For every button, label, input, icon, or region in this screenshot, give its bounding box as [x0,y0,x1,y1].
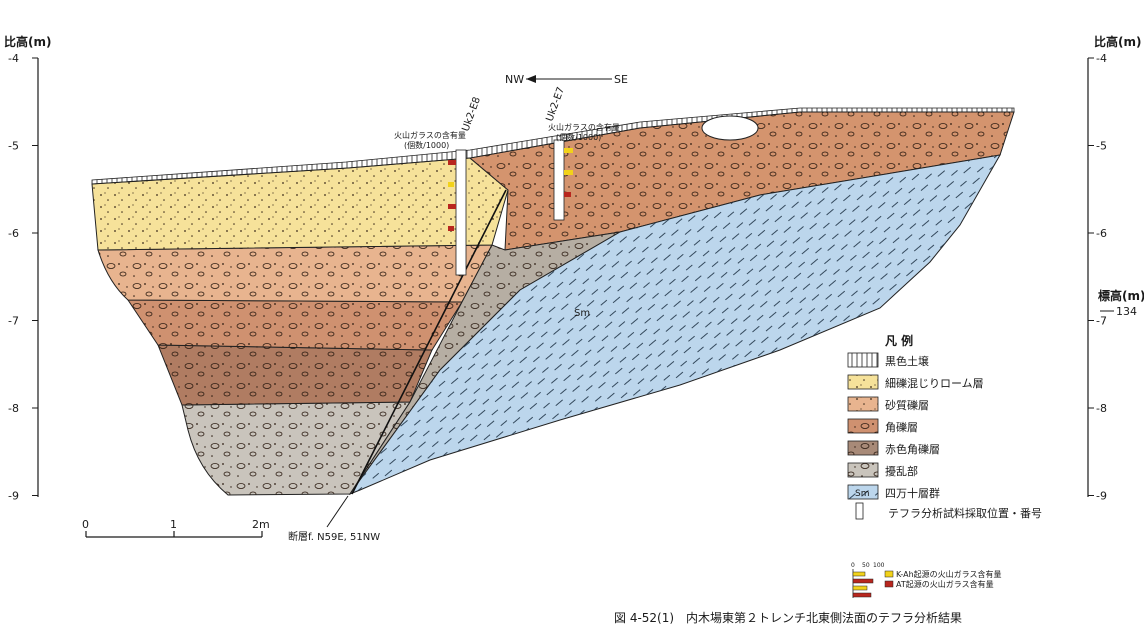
legend-title: 凡 例 [885,333,913,348]
left-axis-tick-label: -7 [8,315,19,328]
left-axis-tick-label: -6 [8,227,19,240]
legend-item: 赤色角礫層 [847,440,940,456]
scale-bar: 0 1 2m [82,518,270,538]
left-axis-ticks: -4 -5 -6 -7 -8 -9 [8,52,38,503]
right-axis-title: 比高(m) [1094,34,1141,49]
right-axis-ticks: -4 -5 -6 -7 -8 -9 [1088,52,1107,503]
left-axis-tick-label: -4 [8,52,19,65]
kah-swatch [852,571,866,577]
legend-item: 擾乱部 [847,462,918,478]
left-height-axis: 比高(m) -4 -5 -6 -7 -8 -9 [4,34,51,503]
left-axis-tick-label: -8 [8,402,19,415]
column-label-e7-line1: 火山ガラスの含有量 [548,122,620,132]
sampling-column-box [455,149,467,276]
sampling-note: テフラ分析試料採取位置・番号 [888,506,1042,520]
legend-item: 角礫層 [847,418,918,434]
fault-annotation: 断層f. N59E, 51NW [288,495,380,543]
left-axis-tick-label: -9 [8,490,19,503]
legend-swatch-label: Sm [855,489,869,499]
arrow-head-icon [526,75,536,83]
fault-line [351,189,507,495]
column-id-e7: Uk2-E7 [544,86,567,123]
right-axis-tick-label: -6 [1096,227,1107,240]
figure-caption: 図 4-52(1) 内木場東第２トレンチ北東側法面のテフラ分析結果 [614,611,962,625]
tephra-scale-100: 100 [873,562,885,569]
tephra-label-kah: K-Ah起源の火山ガラス含有量 [896,569,1002,579]
column-label-e7-line2: (個数/1000) [556,132,601,142]
right-axis-tick-label: -4 [1096,52,1107,65]
column-id-e8: Uk2-E8 [460,96,483,133]
trench-wall-section: Sm [91,107,1015,496]
left-axis-title: 比高(m) [4,34,51,49]
right-axis-tick-label: -9 [1096,490,1107,503]
sampling-column-box [553,139,565,221]
scale-label-0: 0 [82,518,89,531]
legend-item: 細礫混じりローム層 [847,374,984,390]
at-swatch [852,592,872,598]
legend-item: 黒色土壌 [847,352,929,368]
fault-leader-line [326,495,349,528]
bedrock-unit-label: Sm [574,308,590,319]
boulder-hollow [701,115,759,141]
legend-item-label: 角礫層 [885,420,918,434]
column-label-e8-line2: (個数/1000) [404,140,449,150]
legend-item-label: 四万十層群 [885,486,940,500]
fault-label: 断層f. N59E, 51NW [288,530,380,543]
legend-item: Sm 四万十層群 [847,484,940,500]
right-axis-tick-label: -5 [1096,140,1107,153]
left-axis-tick-label: -5 [8,140,19,153]
scale-label-2m: 2m [252,518,270,531]
right-height-axis: 比高(m) -4 -5 -6 -7 -8 -9 標高(m) 134 [1087,34,1144,503]
tephra-scale-0: 0 [851,562,855,569]
legend-item-label: 砂質礫層 [885,398,929,412]
orientation-se: SE [614,73,628,86]
tephra-scale-50: 50 [862,562,870,569]
legend-item-label: 黒色土壌 [885,354,929,368]
tephra-legend: 0 50 100 K-Ah起源の火山ガラス含有量 AT起源の火山ガラス含有量 [851,562,1002,598]
legend-item-label: 赤色角礫層 [885,442,940,456]
right-axis-tick-label: -8 [1096,402,1107,415]
legend-item-label: 擾乱部 [885,464,918,478]
elevation-value: 134 [1116,305,1137,318]
legend-item-label: 細礫混じりローム層 [885,376,984,390]
scale-label-1: 1 [170,518,177,531]
right-axis-tick-label: -7 [1096,315,1107,328]
legend-item: 砂質礫層 [847,396,929,412]
elevation-title: 標高(m) [1098,288,1144,303]
orientation-nw: NW [505,73,524,86]
orientation-indicator: NW SE [505,73,628,86]
layer-black-topsoil [91,107,1015,185]
sampling-symbol [855,502,864,520]
tephra-label-at: AT起源の火山ガラス含有量 [896,579,994,589]
column-label-e8-line1: 火山ガラスの含有量 [394,130,466,140]
